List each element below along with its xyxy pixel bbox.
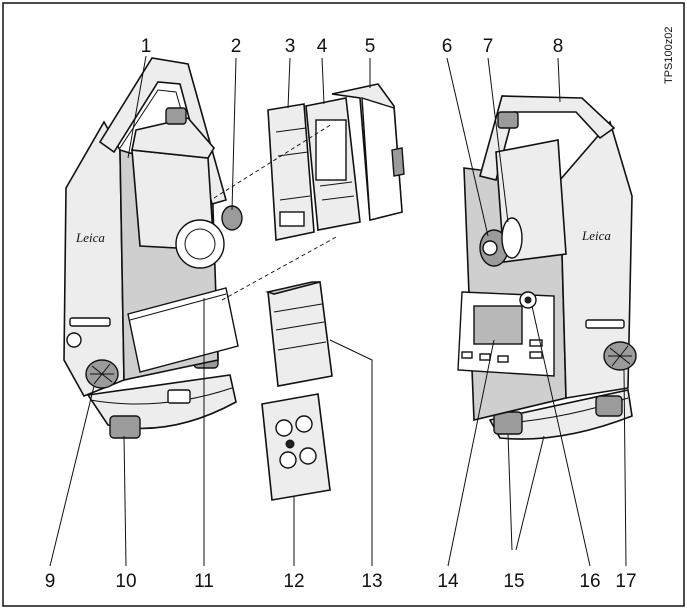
battery-lid-edge: [129, 293, 227, 321]
key-2: [479, 353, 491, 361]
leader-17: [623, 369, 627, 567]
telescope-lens: [184, 228, 216, 260]
leader-4: [321, 57, 325, 105]
battery-3: [267, 103, 315, 241]
leader-9: [49, 385, 95, 567]
leader-16: [531, 305, 591, 567]
callout-15: 15: [503, 571, 524, 592]
optical-sight-rear: [497, 111, 519, 129]
adapter-4-detail: [319, 181, 355, 201]
brand-logo-right: Leica: [581, 228, 611, 243]
brand-logo-left: Leica: [75, 230, 105, 245]
battery-13-detail: [273, 303, 327, 351]
tribrach-clamp: [167, 389, 191, 404]
footscrew-left: [109, 415, 141, 439]
key-4: [529, 339, 543, 347]
leader-7: [487, 57, 509, 223]
carrying-handle: [98, 57, 227, 205]
leader-15a: [507, 433, 513, 551]
callout-2: 2: [231, 36, 242, 57]
cell-b: [295, 415, 313, 433]
eyepiece-lens: [482, 240, 498, 256]
callout-16: 16: [579, 571, 600, 592]
display-screen: [473, 305, 523, 345]
battery-3-contacts: [279, 211, 305, 227]
callout-10: 10: [115, 571, 136, 592]
leader-8: [557, 57, 561, 103]
side-slot: [69, 317, 111, 327]
callout-3: 3: [285, 36, 296, 57]
battery-holder-12: [261, 393, 331, 501]
callout-12: 12: [283, 571, 304, 592]
callout-5: 5: [365, 36, 376, 57]
tribrach-rim: [89, 387, 233, 405]
leader-6: [446, 57, 489, 237]
leader-lines: [49, 55, 627, 567]
level-bubble: [524, 296, 532, 304]
callout-7: 7: [483, 36, 494, 57]
adapter-4-window: [315, 119, 347, 181]
instrument-rear-view: Leica: [457, 95, 637, 440]
leader-15b: [515, 435, 545, 551]
callout-numbers: 1 2 3 4 5 6 7 8 9 10 11 12 13 14 15 16 1…: [45, 36, 637, 592]
telescope-objective: [175, 219, 225, 269]
leader-13: [329, 339, 373, 566]
key-5: [529, 351, 543, 359]
insertion-guide-upper: [213, 123, 333, 199]
housing-5-latch: [391, 147, 405, 177]
callout-4: 4: [317, 36, 328, 57]
callout-6: 6: [442, 36, 453, 57]
key-1: [461, 351, 473, 359]
callout-17: 17: [615, 571, 636, 592]
battery-3-detail: [275, 127, 311, 201]
cell-e: [285, 439, 295, 449]
callout-14: 14: [437, 571, 459, 592]
cell-d: [299, 447, 317, 465]
key-3: [497, 355, 509, 363]
side-plug: [66, 332, 82, 348]
callout-1: 1: [141, 36, 152, 57]
callout-8: 8: [553, 36, 564, 57]
cell-c: [279, 451, 297, 469]
knob-grip: [90, 363, 114, 385]
battery-13-top: [265, 281, 321, 295]
cell-a: [275, 419, 293, 437]
instrument-front-view: Leica: [63, 57, 243, 439]
side-slot-rear: [585, 319, 625, 329]
optical-sight: [165, 107, 187, 125]
figure-code: TPS100z02: [663, 27, 675, 84]
battery-lid: [127, 287, 239, 373]
callout-11: 11: [194, 571, 214, 592]
leader-2: [231, 57, 237, 211]
housing-5-face: [361, 97, 403, 221]
focusing-ring: [501, 217, 523, 259]
battery-options: [261, 83, 405, 501]
leader-3: [287, 57, 291, 109]
footscrew-rear-a: [493, 411, 523, 435]
leader-14: [447, 339, 495, 567]
callout-9: 9: [45, 571, 56, 592]
footscrew-rear-b: [595, 395, 623, 417]
battery-13: [267, 281, 333, 387]
leader-10: [123, 435, 127, 567]
knob-grip-rear: [608, 345, 632, 367]
insertion-guide-lower: [221, 235, 339, 301]
alidade-body: [63, 120, 125, 398]
callout-13: 13: [361, 571, 382, 592]
leader-1: [127, 55, 147, 159]
